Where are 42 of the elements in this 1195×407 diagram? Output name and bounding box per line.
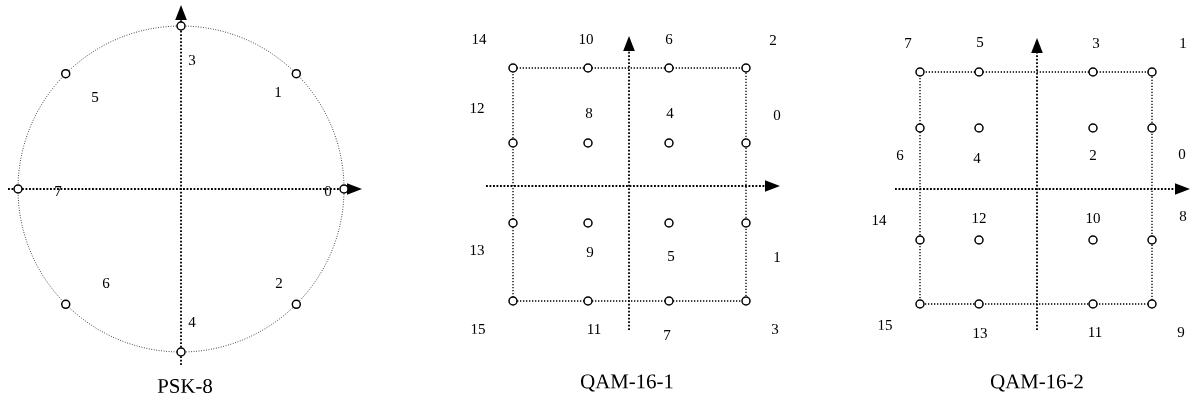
caption: QAM-16-2 (991, 374, 1083, 392)
point-label: 9 (1177, 326, 1185, 338)
point-label: 10 (1086, 212, 1100, 224)
point-label: 15 (878, 319, 892, 331)
point-label: 6 (665, 33, 673, 45)
point-label: 7 (55, 186, 62, 196)
caption: PSK-8 (157, 378, 212, 393)
point-label: 12 (470, 103, 484, 113)
caption: QAM-16-1 (581, 374, 673, 392)
point-label: 6 (102, 277, 110, 289)
point-label: 1 (275, 87, 281, 97)
point-label: 13 (973, 327, 987, 339)
point-label: 15 (471, 323, 485, 335)
point-label: 5 (92, 92, 99, 102)
point-label: 10 (579, 33, 593, 45)
point-label: 3 (771, 323, 779, 335)
point-label: 13 (470, 244, 484, 256)
point-label: 6 (896, 149, 904, 161)
point-label: 14 (472, 34, 487, 44)
point-label: 14 (872, 215, 887, 225)
point-label: 0 (1178, 148, 1186, 160)
point-label: 11 (1089, 327, 1102, 337)
point-label: 8 (1179, 210, 1187, 222)
point-label: 8 (585, 107, 593, 119)
point-label: 2 (275, 278, 282, 288)
point-label: 1 (774, 252, 780, 262)
point-label: 11 (588, 324, 601, 334)
point-label: 4 (973, 153, 981, 163)
point-label: 1 (1180, 38, 1186, 48)
point-label: 0 (773, 109, 781, 121)
point-label: 7 (664, 330, 671, 340)
point-label: 5 (668, 251, 675, 261)
point-label: 5 (977, 37, 984, 47)
point-label: 4 (188, 317, 196, 327)
point-label: 4 (666, 108, 674, 118)
point-label: 3 (188, 54, 196, 66)
point-label: 2 (1089, 150, 1096, 160)
point-label: 2 (769, 35, 776, 45)
point-label: 9 (586, 246, 594, 258)
point-label: 12 (972, 213, 986, 223)
point-label: 7 (905, 38, 912, 48)
point-label: 3 (1092, 37, 1100, 49)
